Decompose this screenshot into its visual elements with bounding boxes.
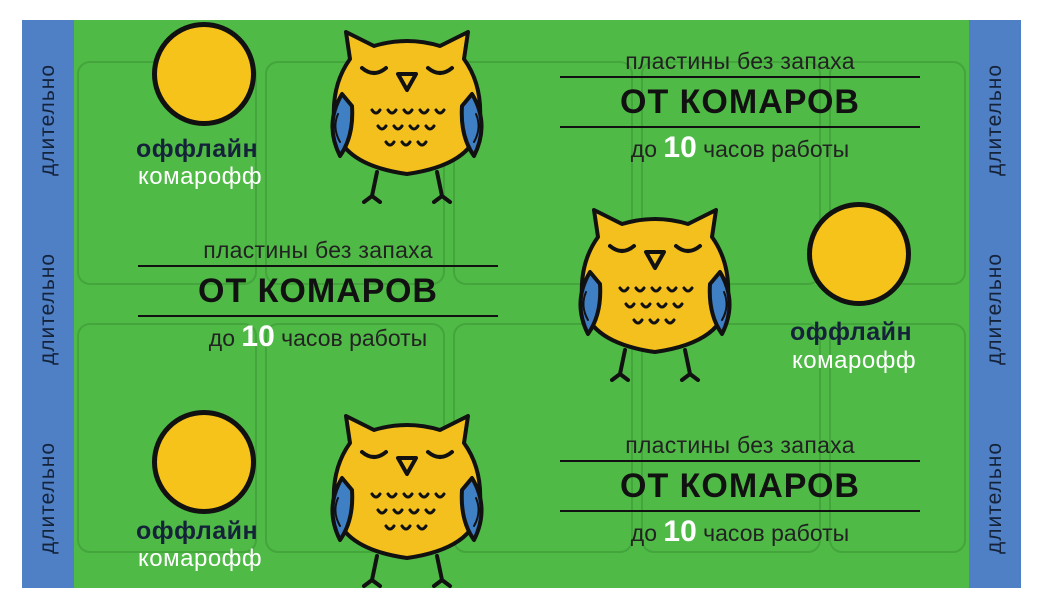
right-side-band: длительно длительно длительно (969, 20, 1021, 588)
band-label: длительно (36, 441, 60, 555)
owl-icon (330, 414, 484, 588)
brand-subtitle: комарофф (792, 347, 917, 374)
divider (560, 126, 920, 128)
divider (138, 265, 498, 267)
brand-subtitle: комарофф (138, 163, 263, 190)
tagline-block: пластины без запаха ОТ КОМАРОВ до 10 час… (138, 235, 498, 357)
tagline-headline: ОТ КОМАРОВ (198, 272, 438, 310)
divider (560, 510, 920, 512)
tagline-line1: пластины без запаха (625, 432, 855, 458)
band-label: длительно (983, 63, 1007, 177)
tagline-block: пластины без запаха ОТ КОМАРОВ до 10 час… (560, 430, 920, 552)
tagline-duration: до 10 часов работы (208, 320, 428, 353)
band-label: длительно (36, 252, 60, 366)
tagline-duration: до 10 часов работы (630, 131, 850, 164)
logo-circle (807, 202, 911, 306)
brand-name: оффлайн (136, 517, 259, 545)
band-label: длительно (983, 252, 1007, 366)
owl-icon (330, 30, 484, 204)
logo-circle (152, 410, 256, 514)
brand-subtitle: комарофф (138, 545, 263, 572)
band-label: длительно (36, 63, 60, 177)
tagline-headline: ОТ КОМАРОВ (620, 83, 860, 121)
left-side-band: длительно длительно длительно (22, 20, 74, 588)
owl-icon (578, 208, 732, 382)
divider (560, 460, 920, 462)
brand-name: оффлайн (790, 318, 913, 346)
brand-name: оффлайн (136, 135, 259, 163)
tagline-block: пластины без запаха ОТ КОМАРОВ до 10 час… (560, 46, 920, 168)
tagline-line1: пластины без запаха (625, 48, 855, 74)
divider (138, 315, 498, 317)
tagline-line1: пластины без запаха (203, 237, 433, 263)
tagline-duration: до 10 часов работы (630, 515, 850, 548)
divider (560, 76, 920, 78)
packaging-sheet: длительно длительно длительно длительно … (22, 20, 1021, 588)
tagline-headline: ОТ КОМАРОВ (620, 467, 860, 505)
band-label: длительно (983, 441, 1007, 555)
logo-circle (152, 22, 256, 126)
